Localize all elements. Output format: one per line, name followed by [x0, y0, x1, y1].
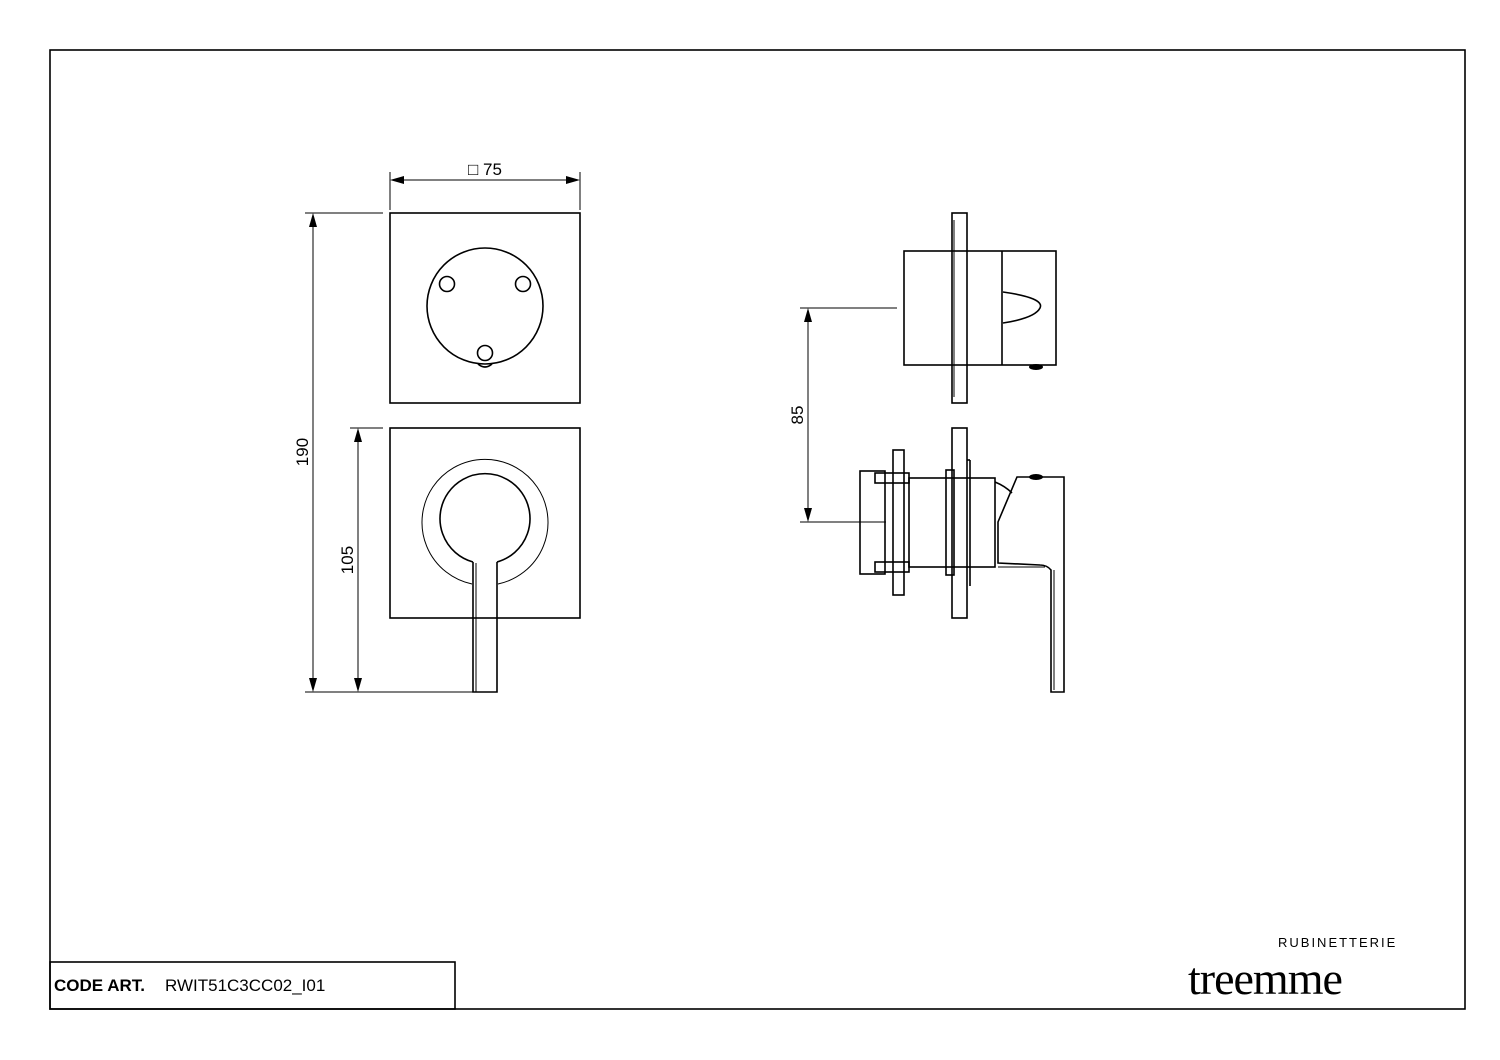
side-view-mixer [859, 427, 1065, 693]
logo-brand: treemme [1188, 953, 1343, 1004]
dimension-width: □ 75 [389, 160, 581, 210]
dimension-lever-height-label: 105 [338, 546, 357, 574]
front-view-mixer [389, 427, 581, 693]
side-view-diverter [903, 212, 1057, 404]
title-block: CODE ART. RWIT51C3CC02_I01 [50, 962, 455, 1009]
title-block-border [49, 961, 456, 1010]
front-view-diverter [389, 212, 581, 404]
dimension-total-height: 190 [293, 212, 473, 693]
dimension-depth: 85 [788, 307, 897, 523]
dimension-total-height-label: 190 [293, 438, 312, 466]
dimension-depth-label: 85 [788, 406, 807, 425]
brand-logo: RUBINETTERIE treemme [1188, 932, 1463, 1008]
dimension-width-label: □ 75 [468, 160, 502, 179]
code-value: RWIT51C3CC02_I01 [165, 975, 326, 995]
logo-subtitle: RUBINETTERIE [1278, 935, 1398, 950]
dimension-lever-height: 105 [338, 427, 383, 692]
code-label: CODE ART. [54, 975, 145, 995]
drawing-border [49, 49, 1466, 1010]
